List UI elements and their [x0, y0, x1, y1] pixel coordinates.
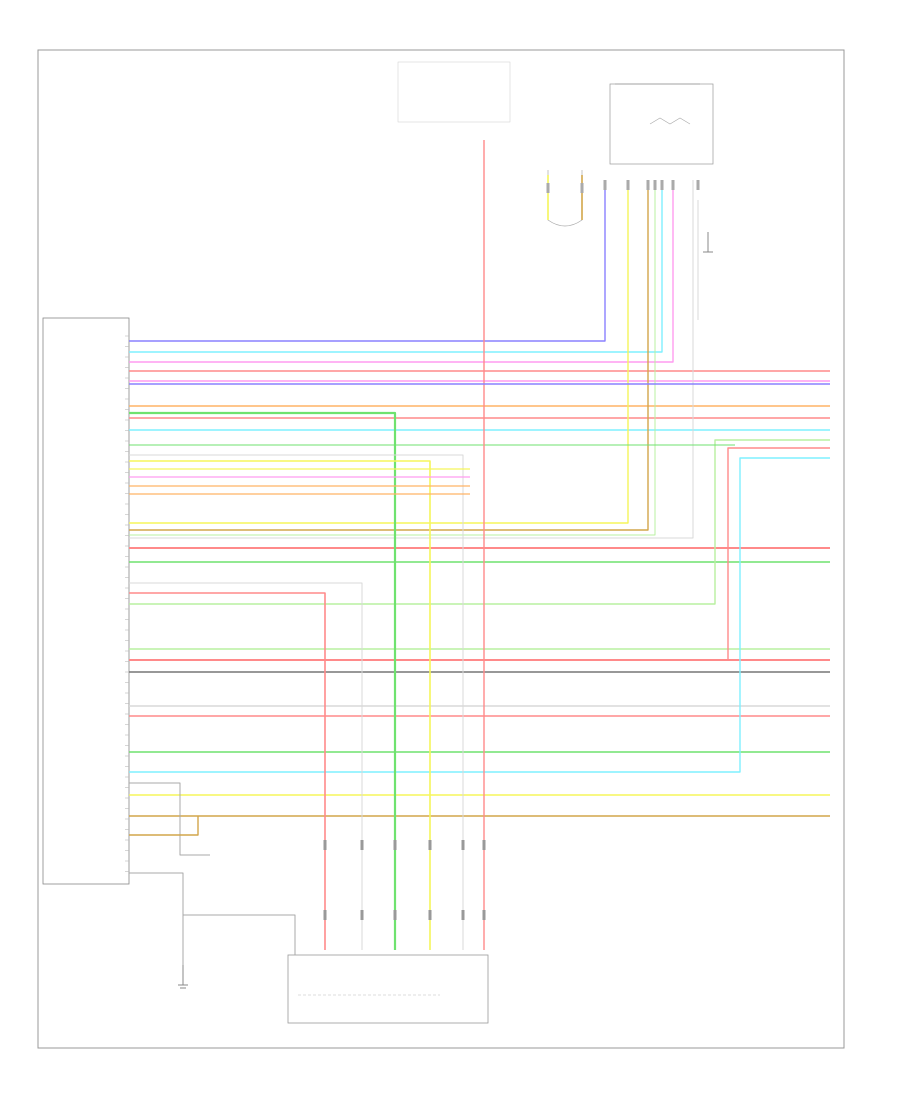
connector-pin — [323, 910, 327, 920]
wire-wht-drop2 — [129, 582, 363, 950]
wire-brn-bend — [129, 816, 199, 836]
motor-assembly — [547, 170, 583, 227]
ground-symbol-left — [178, 965, 188, 989]
wire-gry-sensor — [129, 782, 210, 856]
connector-pin — [660, 180, 664, 190]
connector-pin — [393, 910, 397, 920]
wire-grn-drop — [129, 411, 397, 950]
connector-pin — [360, 840, 364, 850]
wire-brn-top — [129, 180, 649, 531]
connector-pin — [461, 840, 465, 850]
connector-pin — [603, 180, 607, 190]
sensor-assembly — [287, 954, 489, 1024]
ground-symbol-right — [703, 232, 713, 253]
control-module — [42, 317, 130, 885]
connector-pin — [626, 180, 630, 190]
wire-red-loop — [727, 447, 830, 660]
wire-yel-top — [129, 180, 629, 524]
wire-gry-ground — [129, 872, 184, 965]
connector-pin — [482, 910, 486, 920]
switch-assembly — [609, 83, 714, 165]
wire-blu-top — [129, 190, 606, 342]
wire-ltgrn-top — [129, 180, 656, 536]
wire-ltblu-top — [129, 180, 663, 353]
wire-harness — [129, 140, 830, 965]
wire-ltgrn-loop — [129, 439, 830, 605]
module-pin-labels — [125, 335, 129, 872]
wire-yel-drop — [129, 460, 431, 950]
wire-gry-sensor2 — [183, 914, 296, 955]
connector-pin — [646, 180, 650, 190]
connector-pin — [428, 840, 432, 850]
connector-pin — [360, 910, 364, 920]
connector-pin — [393, 840, 397, 850]
connector-pin — [696, 180, 700, 190]
fuse-block — [397, 61, 511, 123]
diagram-frame — [37, 49, 845, 1049]
wire-pnk-top — [129, 180, 674, 363]
connector-pin — [546, 183, 550, 193]
connector-pin — [323, 840, 327, 850]
wire-wht-drop — [129, 454, 464, 950]
connector-pin — [653, 180, 657, 190]
connector-pin — [461, 910, 465, 920]
wire-wht-top — [129, 180, 694, 539]
connector-pin — [482, 840, 486, 850]
wire-red-drop — [129, 592, 326, 950]
connector-pin — [580, 183, 584, 193]
wire-ltblu-loop — [129, 457, 830, 773]
connector-markers — [323, 180, 700, 920]
connector-pin — [671, 180, 675, 190]
connector-pin — [428, 910, 432, 920]
